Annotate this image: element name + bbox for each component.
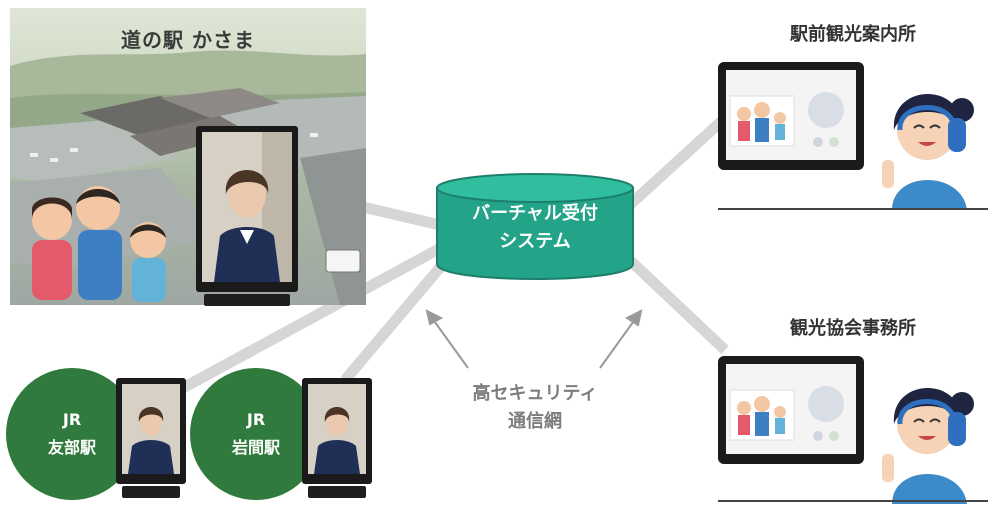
operator-avatar-info-office	[882, 94, 974, 210]
receptionist-kiosk-iwama	[302, 378, 372, 498]
site-title-association-office: 観光協会事務所	[790, 318, 916, 339]
family-illustration	[32, 186, 166, 302]
aerial-scene-art	[10, 50, 366, 305]
receptionist-avatar	[202, 132, 292, 282]
jr-tomobe-line1: JR	[62, 410, 82, 429]
secure-network-label: 高セキュリティ 通信網	[430, 380, 640, 436]
receptionist-kiosk-main	[196, 126, 298, 306]
arrow-right-shaft	[599, 317, 637, 369]
tablet-screen	[726, 70, 856, 160]
receptionist-kiosk-tomobe	[116, 378, 186, 498]
tablet-info-office	[718, 62, 864, 170]
kiosk-stand	[204, 294, 290, 306]
avatar-screen	[202, 132, 292, 282]
receptionist-avatar	[308, 384, 366, 474]
arrow-left-shaft	[431, 317, 469, 369]
database-cylinder	[436, 173, 634, 280]
site-title-info-office: 駅前観光案内所	[790, 24, 916, 45]
network-line1: 高セキュリティ	[472, 383, 598, 404]
virtual-reception-system-label: バーチャル受付 システム	[435, 200, 635, 256]
link-jr-tomobe	[167, 227, 473, 400]
receptionist-avatar	[122, 384, 180, 474]
network-line2: 通信網	[508, 411, 562, 432]
operator-avatar-association-office	[882, 388, 974, 504]
jr-iwama-line1: JR	[246, 410, 266, 429]
jr-iwama-station-badge: JR 岩間駅	[190, 368, 322, 500]
system-line2: システム	[499, 231, 571, 252]
desk-line-association-office	[718, 500, 988, 502]
video-call-screen-art	[729, 386, 844, 441]
desk-line-info-office	[718, 208, 988, 210]
station-title: 道の駅 かさま	[121, 28, 255, 52]
station-aerial-illustration: 道の駅 かさま	[10, 8, 366, 305]
arrow-right-head	[624, 309, 643, 327]
tablet-association-office	[718, 356, 864, 464]
video-call-screen-art	[729, 92, 844, 147]
tablet-screen	[726, 364, 856, 454]
arrow-left-head	[425, 309, 444, 326]
jr-tomobe-line2: 友部駅	[47, 438, 96, 457]
system-line1: バーチャル受付	[472, 203, 598, 224]
jr-iwama-line2: 岩間駅	[231, 438, 280, 457]
